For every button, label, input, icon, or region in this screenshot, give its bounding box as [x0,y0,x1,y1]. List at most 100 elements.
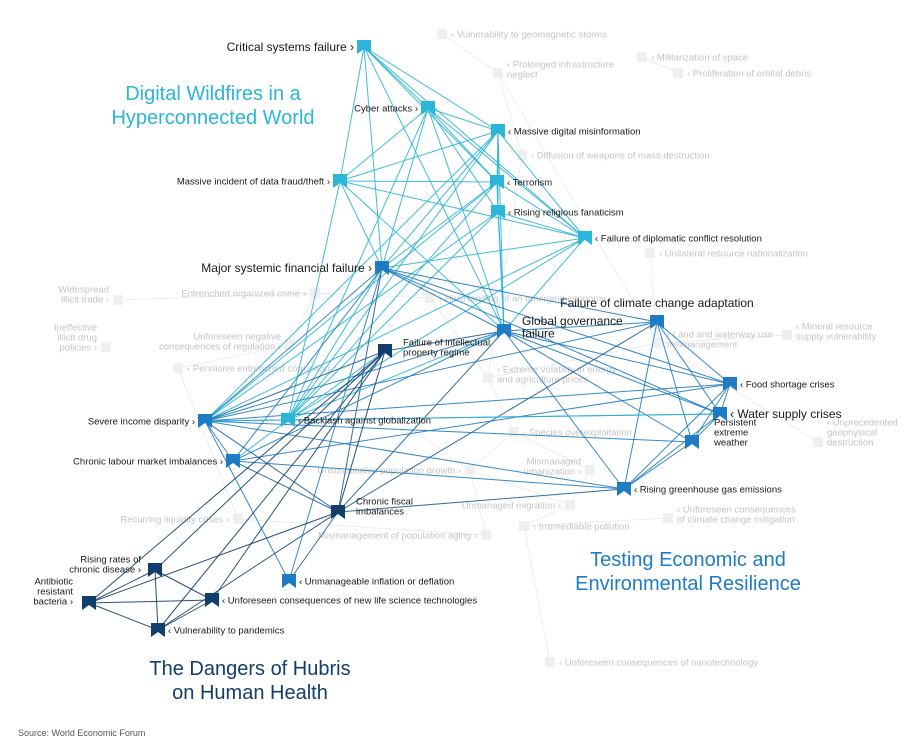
risk-node-cyb[interactable]: Cyber attacks › [354,101,435,115]
risk-node-bag[interactable]: ‹ Backlash against globalization [281,413,431,427]
faded-risk-node: ‹ Irremediable pollution [519,521,630,532]
risk-node-msf[interactable]: Major systemic financial failure › [201,261,389,275]
risk-node-csf[interactable]: Critical systems failure › [227,40,371,54]
risk-node-label: ‹ Unmanageable inflation or deflation [299,576,454,587]
risk-node-marker [357,40,371,54]
connection-line [232,267,383,462]
faded-node-marker [545,657,555,667]
connection-line [232,383,731,462]
connection-line [381,237,586,269]
risk-node-label: Cyber attacks › [354,103,418,114]
connection-line [204,330,505,422]
risk-node-marker [148,563,162,577]
connection-line [384,330,505,352]
faded-nodes: ‹ Vulnerability to geomagnetic storms‹ M… [54,29,898,668]
risk-node-marker [578,231,592,245]
risk-node-water[interactable]: ‹ Water supply crises [713,407,842,421]
connection-line [503,321,658,332]
faded-node-label: Recurring liquidity crises › [120,514,229,525]
faded-node-label: Unmanaged migration › [462,500,561,511]
faded-node-label: ‹ Species overexploitation [523,427,632,438]
faded-node-marker [233,514,243,524]
connection-line [497,130,586,239]
risk-node-marker [198,414,212,428]
faded-node-marker [637,52,647,62]
connection-line [427,107,499,213]
risk-node-marker [331,505,345,519]
faded-risk-node: Mismanagement of population aging › [318,530,491,541]
connection-line [204,420,339,513]
connection-line [211,350,386,601]
faded-node-marker [483,373,493,383]
risk-node-marker [713,407,727,421]
connection-line [339,130,499,182]
risk-node-marker [685,435,699,449]
risk-node-ucl[interactable]: ‹ Unforeseen consequences of new life sc… [205,593,477,607]
connection-line [232,460,339,513]
risk-node-sid[interactable]: Severe income disparity › [88,414,212,428]
risk-node-food[interactable]: ‹ Food shortage crises [723,377,835,391]
risk-node-label: ‹ Backlash against globalization [298,415,431,426]
connection-line [497,211,586,239]
risk-node-relig[interactable]: ‹ Rising religious fanaticism [491,205,624,219]
risk-nodes: Critical systems failure › Cyber attacks … [33,40,842,637]
risk-node-label: ‹ Failure of diplomatic conflict resolut… [595,233,762,244]
connection-line [623,441,693,490]
risk-node-marker [421,101,435,115]
connection-line [157,350,386,631]
risk-node-uid[interactable]: ‹ Unmanageable inflation or deflation [282,574,454,588]
faded-edge [487,154,523,379]
risk-node-label: ‹ Massive digital misinformation [508,126,641,137]
faded-node-label: Entrenched organized crime › [181,288,306,299]
risk-node-marker [491,205,505,219]
risk-node-marker [617,482,631,496]
connection-line [204,420,625,490]
connection-line [503,330,731,385]
connection-line [337,488,625,513]
connection-line [381,267,658,323]
connection-line [623,321,658,490]
risk-node-fcca[interactable]: Failure of climate change adaptation [560,296,754,329]
faded-edge [523,525,551,663]
risk-node-marker [333,174,347,188]
faded-node-marker [509,427,519,437]
risk-node-rghg[interactable]: ‹ Rising greenhouse gas emissions [617,482,782,496]
risk-node-label: ‹ Water supply crises [730,407,842,421]
faded-node-marker [425,293,435,303]
connection-line [691,383,731,443]
faded-node-marker [519,521,529,531]
faded-node-label: ‹ Unilateral resource nationalization [659,248,808,259]
connection-line [497,130,505,332]
connection-line [339,180,498,183]
risk-node-dipl[interactable]: ‹ Failure of diplomatic conflict resolut… [578,231,762,245]
connection-line [287,180,341,421]
risk-node-vtp[interactable]: ‹ Vulnerability to pandemics [151,623,285,637]
risk-node-mdm[interactable]: ‹ Massive digital misinformation [491,124,641,138]
risk-node-fraud[interactable]: Massive incident of data fraud/theft › [177,174,347,188]
cluster-title-health: The Dangers of Hubris on Human Health [149,658,351,704]
faded-node-label: ‹ Unforeseen consequences of nanotechnol… [559,657,758,668]
connection-line [623,413,721,490]
connection-line [656,321,731,385]
risk-node-marker [282,574,296,588]
risk-node-label: ‹ Terrorism [507,177,552,188]
risk-node-terr[interactable]: ‹ Terrorism [490,175,552,189]
risk-node-clm[interactable]: Chronic labour market imbalances › [73,454,240,468]
faded-edge [469,469,571,506]
